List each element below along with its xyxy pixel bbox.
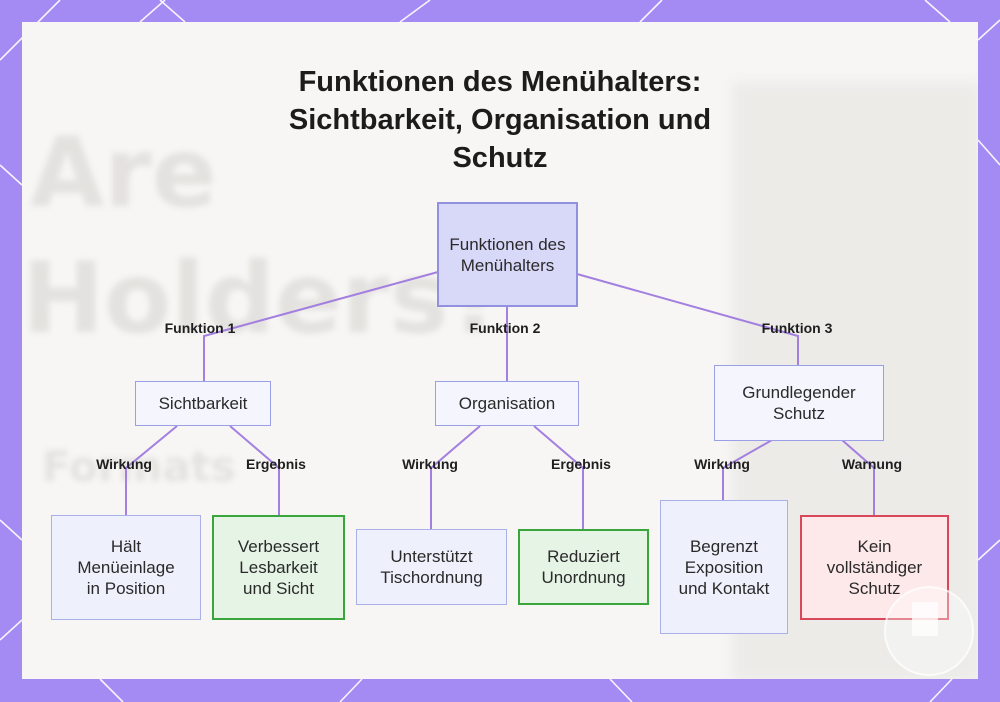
corner-logo-icon [884, 586, 974, 676]
node-verbessert-lesbarkeit: Verbessert Lesbarkeit und Sicht [212, 515, 345, 620]
edge-schutz-kein [841, 439, 875, 516]
node-begrenzt-exposition-label: Begrenzt Exposition und Kontakt [678, 536, 770, 598]
node-haelt-menueeinlage: Hält Menüeinlage in Position [51, 515, 201, 620]
background-text-holders: Holders? [22, 242, 506, 356]
node-organisation: Organisation [435, 381, 579, 426]
edge-sichtbarkeit-haelt [125, 425, 178, 516]
node-reduziert-unordnung: Reduziert Unordnung [518, 529, 649, 605]
node-begrenzt-exposition: Begrenzt Exposition und Kontakt [660, 500, 788, 634]
node-sichtbarkeit: Sichtbarkeit [135, 381, 271, 426]
node-reduziert-unordnung-label: Reduziert Unordnung [541, 547, 626, 587]
node-grundlegender-schutz-label: Grundlegender Schutz [742, 383, 856, 423]
edge-label-funktion-3: Funktion 3 [761, 320, 833, 336]
node-root: Funktionen des Menühalters [437, 202, 578, 307]
node-root-label: Funktionen des Menühalters [449, 234, 566, 275]
edge-label-funktion-2: Funktion 2 [469, 320, 541, 336]
edge-organisation-unterstuetzt [430, 425, 481, 530]
node-sichtbarkeit-label: Sichtbarkeit [158, 394, 248, 413]
node-kein-vollstaendiger-schutz-label: Kein vollständiger Schutz [826, 537, 923, 598]
edge-label-wirkung-3: Wirkung [694, 456, 750, 472]
edge-label-ergebnis-1: Ergebnis [246, 456, 306, 472]
menu-holder-icon [912, 602, 938, 636]
diagram-title: Funktionen des Menühalters: Sichtbarkeit… [288, 66, 712, 174]
background-text-formats: Formats [42, 442, 236, 491]
edge-label-ergebnis-2: Ergebnis [551, 456, 611, 472]
node-unterstuetzt-tischordnung-label: Unterstützt Tischordnung [380, 547, 483, 587]
edge-label-funktion-1: Funktion 1 [164, 320, 236, 336]
background-text-are: Are [30, 117, 217, 229]
edge-root-schutz [576, 273, 799, 366]
node-verbessert-lesbarkeit-label: Verbessert Lesbarkeit und Sicht [237, 537, 320, 598]
node-organisation-label: Organisation [458, 394, 556, 413]
edge-root-sichtbarkeit [203, 271, 439, 382]
node-haelt-menueeinlage-label: Hält Menüeinlage in Position [77, 537, 175, 598]
node-unterstuetzt-tischordnung: Unterstützt Tischordnung [356, 529, 507, 605]
edge-label-warnung: Warnung [841, 456, 903, 472]
edge-schutz-begrenzt [722, 439, 773, 501]
edge-label-wirkung-2: Wirkung [402, 456, 458, 472]
edge-sichtbarkeit-verbessert [229, 425, 280, 516]
node-grundlegender-schutz: Grundlegender Schutz [714, 365, 884, 441]
edge-label-wirkung-1: Wirkung [96, 456, 152, 472]
edge-organisation-reduziert [533, 425, 584, 530]
